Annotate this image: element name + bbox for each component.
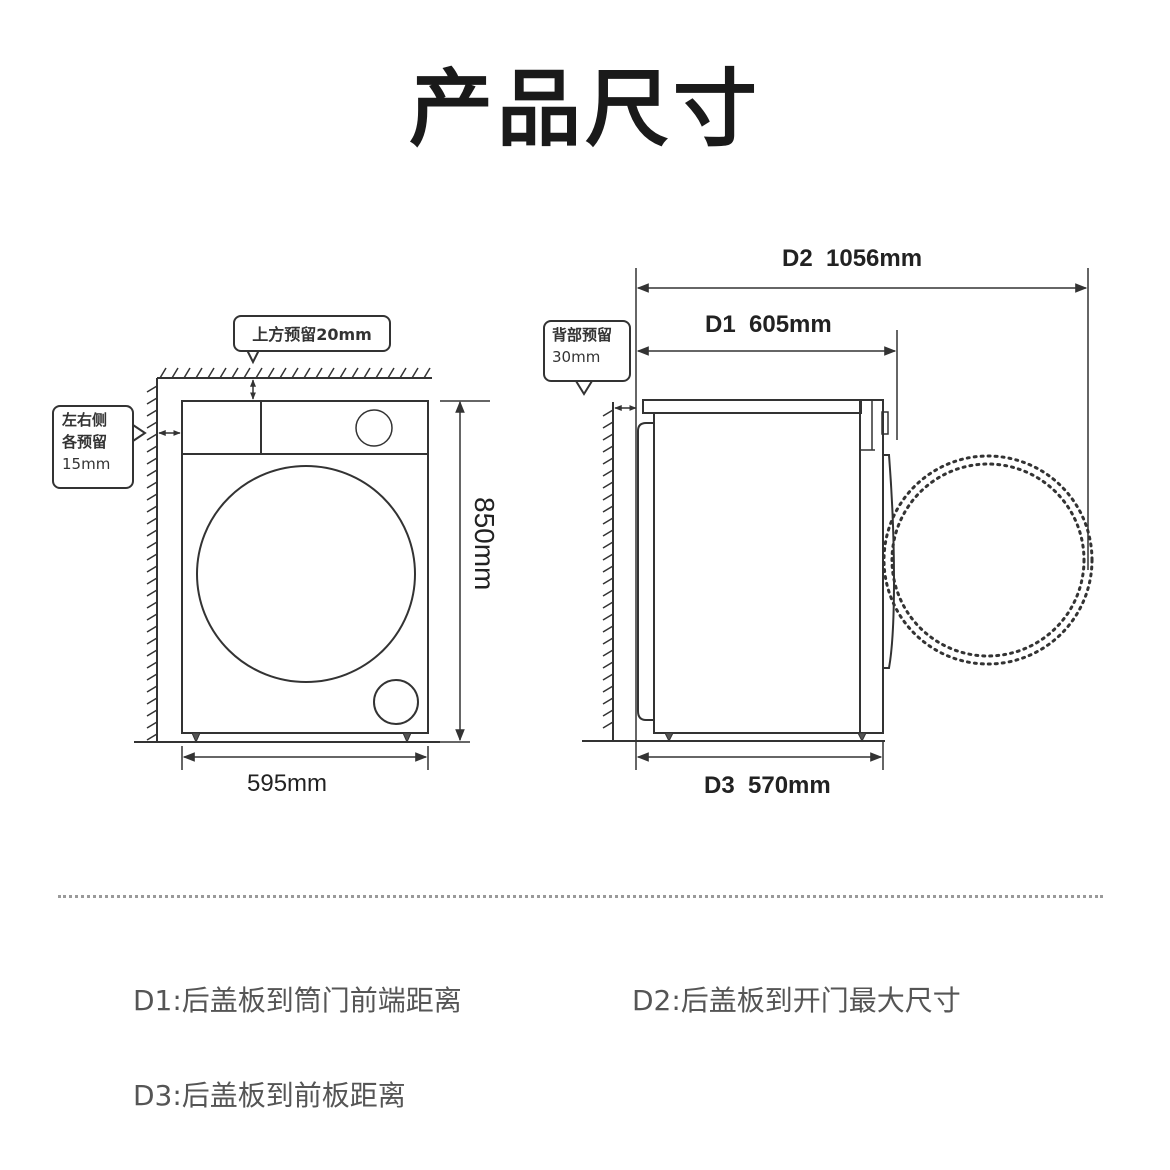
side-foot-front bbox=[857, 732, 867, 743]
foot-left bbox=[191, 732, 201, 744]
filter-cap-icon bbox=[373, 679, 419, 725]
callout-side-line-3: 15mm bbox=[62, 455, 111, 473]
legend-d1: D1:后盖板到筒门前端距离 bbox=[133, 984, 462, 1017]
left-wall-hatch bbox=[146, 385, 158, 741]
top-cover bbox=[642, 399, 862, 414]
callout-top-pointer bbox=[246, 349, 260, 365]
callout-side-clearance: 左右侧 各预留 15mm bbox=[52, 405, 134, 489]
callout-top-clearance: 上方预留20mm bbox=[233, 315, 391, 352]
side-view bbox=[575, 268, 1094, 770]
dotted-separator bbox=[58, 895, 1103, 898]
callout-side-pointer bbox=[132, 424, 147, 442]
callout-top-text: 上方预留20mm bbox=[252, 325, 372, 344]
control-knob-side bbox=[881, 411, 889, 435]
width-label: 595mm bbox=[247, 770, 328, 797]
d3-label: D3 570mm bbox=[704, 772, 831, 799]
open-door-outer-circle bbox=[882, 454, 1094, 666]
legend-d3: D3:后盖板到前板距离 bbox=[133, 1079, 406, 1112]
foot-right bbox=[402, 732, 412, 744]
height-label: 850mm bbox=[469, 497, 500, 591]
control-knob-icon bbox=[355, 409, 393, 447]
back-panel bbox=[637, 422, 654, 721]
d2-label: D2 1056mm bbox=[782, 245, 923, 272]
callout-side-line-2: 各预留 bbox=[62, 433, 108, 451]
legend-d2: D2:后盖板到开门最大尺寸 bbox=[632, 984, 961, 1017]
callout-side-line-1: 左右侧 bbox=[62, 411, 108, 429]
front-view bbox=[132, 349, 490, 770]
open-door-inner-circle bbox=[890, 462, 1086, 658]
back-wall-hatch bbox=[602, 409, 614, 729]
ceiling-hatch bbox=[159, 367, 431, 379]
callout-back-line-2: 30mm bbox=[552, 348, 601, 366]
side-foot-back bbox=[664, 732, 674, 743]
page-title: 产品尺寸 bbox=[408, 60, 761, 158]
washer-door-circle bbox=[196, 465, 416, 683]
washer-side-body bbox=[653, 412, 861, 734]
callout-back-clearance: 背部预留 30mm bbox=[543, 320, 631, 382]
callout-back-line-1: 背部预留 bbox=[552, 326, 613, 344]
washer-front-body bbox=[181, 400, 429, 734]
d1-label: D1 605mm bbox=[705, 311, 832, 338]
callout-back-pointer bbox=[575, 380, 593, 396]
